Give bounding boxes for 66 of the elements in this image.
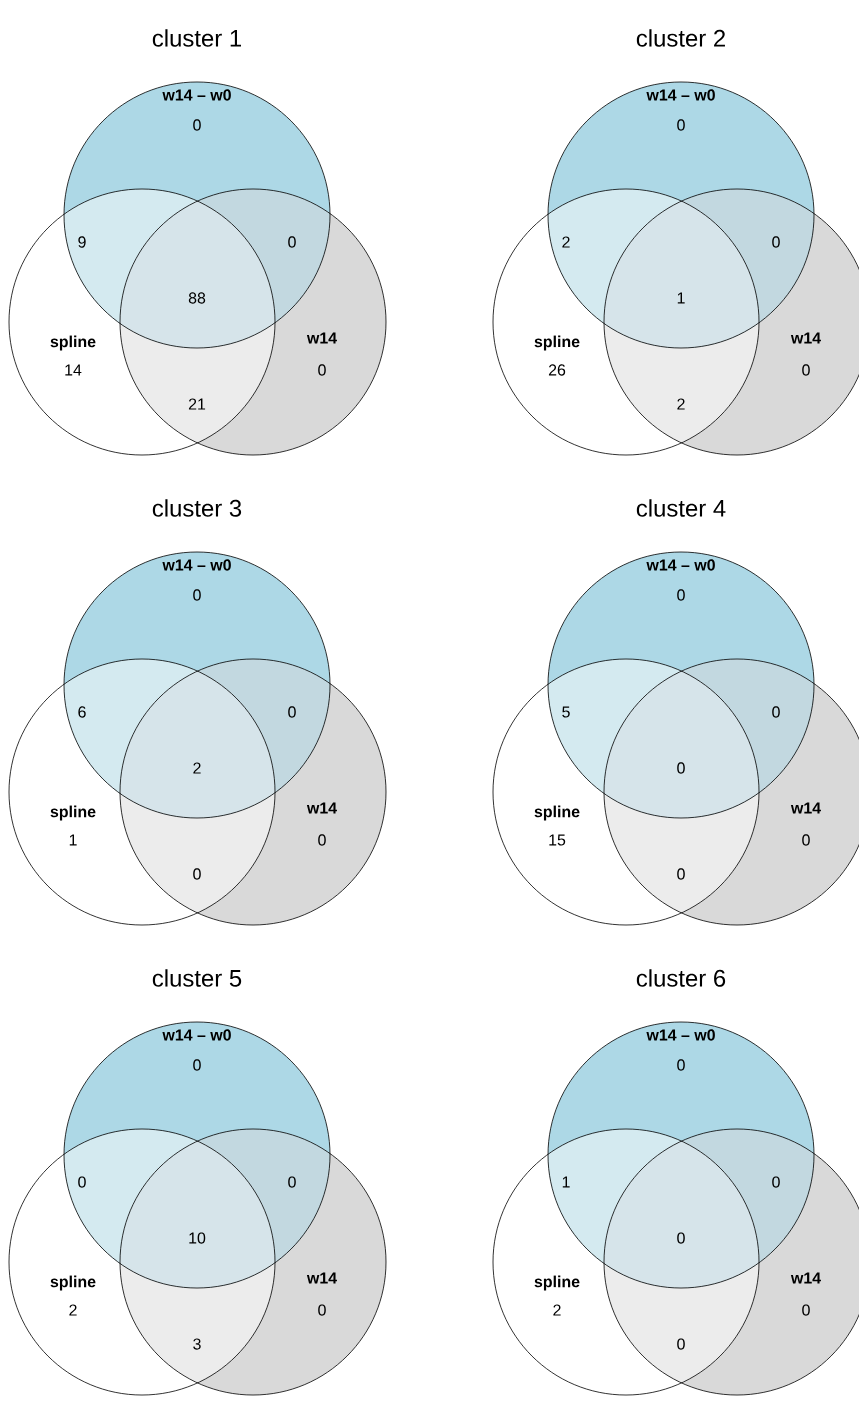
cluster-title: cluster 3 <box>152 499 242 517</box>
count-label: 2 <box>69 1304 77 1316</box>
count-label: 0 <box>677 1338 685 1350</box>
set-label: spline <box>534 335 580 351</box>
set-label: w14 – w0 <box>162 559 231 571</box>
count-label: 0 <box>677 589 685 601</box>
set-label: w14 – w0 <box>646 559 715 571</box>
set-label: spline <box>534 805 580 821</box>
count-label: 0 <box>772 1176 780 1188</box>
set-label: w14 <box>790 802 821 814</box>
count-label: 0 <box>677 762 685 774</box>
set-label: w14 – w0 <box>162 89 231 101</box>
count-label: 0 <box>318 834 326 846</box>
cluster-title: cluster 5 <box>152 969 242 987</box>
count-label: 0 <box>772 236 780 248</box>
count-label: 0 <box>677 119 685 131</box>
count-label: 14 <box>65 364 82 376</box>
set-label: w14 <box>790 332 821 344</box>
count-label: 0 <box>772 706 780 718</box>
count-label: 5 <box>562 706 570 718</box>
count-label: 0 <box>288 236 296 248</box>
count-label: 9 <box>78 236 86 248</box>
set-label: w14 <box>306 802 337 814</box>
count-label: 6 <box>78 706 86 718</box>
count-label: 0 <box>193 1059 201 1071</box>
set-label: w14 – w0 <box>646 1029 715 1041</box>
count-label: 0 <box>78 1176 86 1188</box>
count-label: 0 <box>677 868 685 880</box>
set-label: w14 – w0 <box>162 1029 231 1041</box>
set-label: w14 <box>790 1272 821 1284</box>
count-label: 0 <box>193 589 201 601</box>
count-label: 0 <box>318 1304 326 1316</box>
count-label: 0 <box>318 364 326 376</box>
count-label: 1 <box>69 834 77 846</box>
count-label: 0 <box>802 364 810 376</box>
count-label: 0 <box>193 868 201 880</box>
count-label: 26 <box>548 364 566 376</box>
cluster-title: cluster 2 <box>636 29 725 47</box>
count-label: 0 <box>677 1232 685 1244</box>
count-label: 15 <box>549 834 566 846</box>
set-label: w14 <box>306 332 337 344</box>
set-label: spline <box>50 1275 96 1291</box>
set-label: spline <box>50 335 96 351</box>
count-label: 2 <box>562 236 570 248</box>
count-label: 1 <box>562 1176 570 1188</box>
count-label: 0 <box>288 1176 296 1188</box>
count-label: 2 <box>553 1304 561 1316</box>
set-label: w14 – w0 <box>646 89 715 101</box>
count-label: 21 <box>188 398 206 410</box>
count-label: 10 <box>189 1232 206 1244</box>
count-label: 0 <box>193 119 201 131</box>
count-label: 0 <box>677 1059 685 1071</box>
count-label: 88 <box>188 292 206 304</box>
count-label: 0 <box>802 834 810 846</box>
cluster-title: cluster 6 <box>636 969 726 987</box>
set-label: spline <box>50 805 96 821</box>
count-label: 0 <box>288 706 296 718</box>
set-label: w14 <box>306 1272 337 1284</box>
count-label: 2 <box>193 762 201 774</box>
set-label: spline <box>534 1275 580 1291</box>
cluster-title: cluster 4 <box>636 499 726 517</box>
count-label: 1 <box>677 292 685 304</box>
cluster-title: cluster 1 <box>152 29 241 47</box>
count-label: 2 <box>677 398 685 410</box>
count-label: 3 <box>193 1338 201 1350</box>
count-label: 0 <box>802 1304 810 1316</box>
